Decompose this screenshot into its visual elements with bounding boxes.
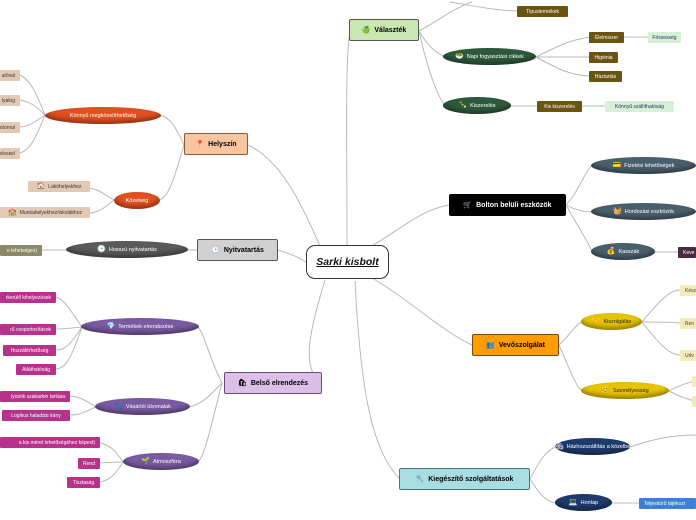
apple-icon: 🍏: [361, 26, 371, 34]
tag-munkahelyekhez-label: Munkahelyekhez/iskolákhoz: [19, 209, 82, 216]
node-szemelyesseg-label: Személyesség: [612, 387, 649, 394]
node-kozelseg-label: Közelség: [125, 197, 149, 204]
smile-icon: 😊: [601, 387, 610, 394]
tag-kerekparral[interactable]: elessel: [0, 148, 20, 159]
node-honlap[interactable]: 💻 Honlap: [555, 494, 612, 511]
tag-munkahelyekhez[interactable]: 🏫 Munkahelyekhez/iskolákhoz: [0, 207, 90, 218]
node-hordozasi[interactable]: 🧺 Hordozási eszközök: [591, 203, 696, 220]
node-bolton-beluli[interactable]: 🛒 Bolton belüli eszközök: [449, 194, 566, 216]
node-kiszereles[interactable]: 🍾 Kiszerelés: [443, 97, 511, 114]
tag-elelmiszer[interactable]: Élelmiszer: [589, 32, 624, 43]
paw-icon: 🐾: [114, 403, 123, 410]
node-honlap-label: Honlap: [580, 499, 599, 506]
node-atmoszfera[interactable]: 🌱 Atmoszféra: [123, 453, 199, 470]
node-nyitvatartas-label: Nyitvatartás: [223, 246, 264, 254]
node-vasarloi-utvonalak[interactable]: 🐾 Vásárlói útvonalak: [95, 398, 190, 415]
handshake-icon: 🤝: [591, 318, 601, 325]
tag-logikus-haladas[interactable]: Logikus haladási irány: [2, 410, 70, 421]
house-icon: 🏘: [554, 443, 564, 450]
node-belso-elrendezes[interactable]: 🛍 Belső elrendezés: [224, 372, 322, 394]
tag-lakohelyekhez-label: Lakóhelyekhez: [48, 183, 82, 190]
bowl-icon: 🥗: [455, 53, 464, 60]
node-kiszereles-label: Kiszerelés: [470, 102, 496, 109]
bottle-icon: 🍾: [458, 102, 468, 109]
tag-haztartas[interactable]: Háztartás: [589, 71, 622, 82]
tag-frissesseg[interactable]: Frissesség: [648, 32, 681, 43]
people-icon: 👥: [485, 341, 495, 349]
central-topic[interactable]: Sarki kisbolt: [306, 245, 389, 279]
home-icon: 🏠: [36, 183, 46, 190]
node-valasztek-label: Választék: [374, 26, 407, 34]
tag-gyalog[interactable]: lyalog: [0, 95, 20, 106]
node-napi-label: Napi fogyasztási cikkek: [466, 53, 524, 60]
node-hazhozszallitas[interactable]: 🏘 Házhozszállítás a közelbe: [555, 438, 630, 455]
tag-szemelyes-2[interactable]: [692, 396, 696, 407]
tag-rend[interactable]: Rend: [78, 458, 100, 469]
tag-ren[interactable]: Ren: [680, 318, 696, 329]
card-icon: 💳: [612, 162, 622, 169]
node-konnyu-megkozelithetoseg[interactable]: Könnyű megközelíthetőség: [45, 107, 161, 124]
gift-icon: 🛍: [237, 379, 247, 387]
node-helyszin-label: Helyszín: [208, 140, 237, 148]
tag-kihelyezesek[interactable]: rkerülő kihelyezések: [0, 292, 56, 303]
tag-higienia[interactable]: Higiénia: [589, 52, 618, 63]
school-icon: 🏫: [8, 209, 17, 216]
tag-kis-meret[interactable]: a kis méret lehetőségéhez képest): [0, 437, 100, 448]
tag-keve[interactable]: Keve: [678, 247, 696, 258]
node-konnyu-label: Könnyű megközelíthetőség: [69, 112, 137, 119]
node-kiszolgalas[interactable]: 🤝 Kiszolgálás: [581, 313, 642, 330]
tag-tisztasag[interactable]: Tisztaság: [67, 477, 100, 488]
node-fizetesi-label: Fizetési lehetőségek: [624, 162, 675, 169]
clock-icon: 🕒: [211, 246, 220, 254]
tag-tipustermekek[interactable]: Típustermékek: [517, 6, 568, 17]
node-kiegeszito-label: Kiegészítő szolgáltatások: [428, 475, 514, 483]
tag-motorral[interactable]: otornal: [0, 122, 20, 133]
tag-udv[interactable]: Udv: [680, 350, 696, 361]
node-hazhoz-label: Házhozszállítás a közelbe: [566, 443, 631, 450]
node-hosszu-label: Hosszú nyitvatartás: [108, 246, 157, 253]
tag-autoval[interactable]: utóval: [0, 70, 20, 81]
node-hosszu-nyitvatartas[interactable]: 🕒 Hosszú nyitvatartás: [66, 241, 188, 258]
tag-atlathatosag[interactable]: Átláthatóság: [16, 364, 56, 375]
node-hordozasi-label: Hordozási eszközök: [624, 208, 674, 215]
node-vevoszolgalat[interactable]: 👥 Vevőszolgálat: [472, 334, 559, 356]
basket-icon: 🧺: [613, 208, 622, 215]
cart-icon: 🛒: [463, 201, 473, 209]
tag-konnyu-szallithatosag[interactable]: Könnyű szállíthatóság: [605, 101, 674, 112]
tag-kesz[interactable]: Kész: [680, 285, 696, 296]
node-kiszolgalas-label: Kiszolgálás: [603, 318, 632, 325]
node-helyszin[interactable]: 📍 Helyszín: [184, 133, 248, 155]
tag-szemelyes-1[interactable]: [692, 376, 696, 387]
node-bolton-label: Bolton belüli eszközök: [476, 201, 552, 209]
tag-hozzaferhetoseg[interactable]: Hozzáférhetőség: [3, 345, 56, 356]
tag-teljeskoru-tajekoztatas[interactable]: Teljeskörű tájékozt: [639, 498, 696, 509]
node-belso-label: Belső elrendezés: [250, 379, 309, 387]
node-termekek-label: Termékek elrendezése: [118, 323, 174, 330]
tag-lehetseges[interactable]: e lehetséges): [0, 245, 42, 256]
node-termekek-elrendezese[interactable]: 💎 Termékek elrendezése: [81, 318, 199, 335]
tag-kis-kiszereles[interactable]: Kis kiszerelés: [537, 101, 582, 112]
tools-icon: 🔧: [415, 475, 425, 483]
node-fizetesi[interactable]: 💳 Fizetési lehetőségek: [591, 157, 696, 174]
node-kasszak-label: Kasszák: [618, 248, 640, 255]
node-vasarloi-label: Vásárlói útvonalak: [125, 403, 171, 410]
money-bag-icon: 💰: [606, 248, 616, 255]
tag-csoportositasok[interactable]: rű csoportosítások: [0, 324, 56, 335]
node-nyitvatartas[interactable]: 🕒 Nyitvatartás: [197, 239, 278, 261]
node-atmoszfera-label: Atmoszféra: [152, 458, 181, 465]
node-vevo-label: Vevőszolgálat: [498, 341, 545, 349]
node-kasszak[interactable]: 💰 Kasszák: [591, 243, 655, 260]
gem-icon: 💎: [106, 323, 116, 330]
pin-icon: 📍: [195, 140, 205, 148]
tag-folyosok[interactable]: lyosók szabadon tartása: [0, 391, 70, 402]
node-kozelseg[interactable]: Közelség: [114, 192, 160, 209]
node-valasztek[interactable]: 🍏 Választék: [349, 19, 419, 41]
clock-icon: 🕒: [97, 246, 106, 253]
node-kiegeszito[interactable]: 🔧 Kiegészítő szolgáltatások: [399, 468, 530, 490]
laptop-icon: 💻: [568, 499, 578, 506]
sprout-icon: 🌱: [141, 458, 150, 465]
node-napi-fogyasztasi[interactable]: 🥗 Napi fogyasztási cikkek: [443, 48, 536, 65]
tag-lakohelyekhez[interactable]: 🏠 Lakóhelyekhez: [28, 181, 90, 192]
node-szemelyesseg[interactable]: 😊 Személyesség: [581, 382, 669, 399]
